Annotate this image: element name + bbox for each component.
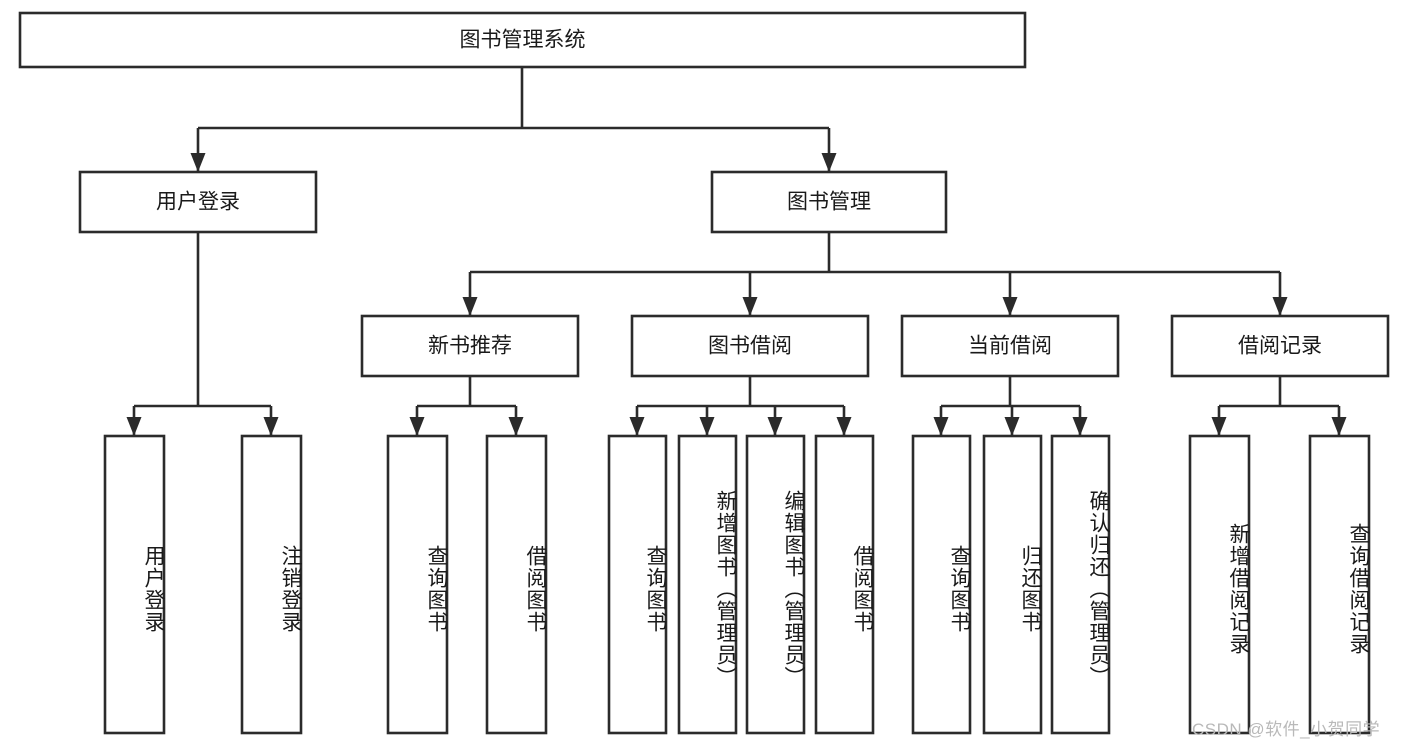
connector-arrow-icon xyxy=(933,417,949,436)
connector-arrow-icon xyxy=(821,153,837,172)
node-level3-1-label: 图书借阅 xyxy=(708,335,792,358)
node-level3-2-label: 当前借阅 xyxy=(968,335,1052,358)
edge-root-to-level2 xyxy=(190,67,837,172)
edge-borrow-to-leaves xyxy=(629,376,852,436)
node-leaf-2-box[interactable] xyxy=(386,434,449,735)
connector-layer xyxy=(126,67,1347,436)
connector-arrow-icon xyxy=(126,417,142,436)
node-leaf-10-box[interactable] xyxy=(1050,434,1111,735)
edge-level2-bookmgmt-to-level3 xyxy=(462,232,1288,316)
node-leaf-5-box[interactable] xyxy=(677,434,738,735)
node-level2-1-label: 图书管理 xyxy=(787,191,871,214)
node-leaf-8-box[interactable] xyxy=(911,434,972,735)
connector-arrow-icon xyxy=(1331,417,1347,436)
node-leaf-0-box[interactable] xyxy=(103,434,166,735)
node-leaf-1-box[interactable] xyxy=(240,434,303,735)
node-root-label: 图书管理系统 xyxy=(460,29,586,52)
node-leaf-11-box[interactable] xyxy=(1188,434,1251,735)
node-leaf-7-box[interactable] xyxy=(814,434,875,735)
node-level3-2-box[interactable] xyxy=(900,314,1120,378)
connector-arrow-icon xyxy=(1002,297,1018,316)
connector-arrow-icon xyxy=(836,417,852,436)
node-level3-3-label: 借阅记录 xyxy=(1238,335,1322,358)
edge-newbook-to-leaves xyxy=(409,376,524,436)
connector-arrow-icon xyxy=(1211,417,1227,436)
connector-arrow-icon xyxy=(699,417,715,436)
node-level3-3-box[interactable] xyxy=(1170,314,1390,378)
connector-arrow-icon xyxy=(1272,297,1288,316)
node-root-box[interactable] xyxy=(18,11,1027,69)
connector-arrow-icon xyxy=(767,417,783,436)
connector-arrow-icon xyxy=(190,153,206,172)
node-level3-1-box[interactable] xyxy=(630,314,870,378)
connector-arrow-icon xyxy=(409,417,425,436)
connector-arrow-icon xyxy=(508,417,524,436)
node-leaf-9-box[interactable] xyxy=(982,434,1043,735)
node-level2-0-box[interactable] xyxy=(78,170,318,234)
csdn-watermark: CSDN @软件_小贺同学 xyxy=(1192,720,1381,739)
node-level3-0-box[interactable] xyxy=(360,314,580,378)
node-box-layer xyxy=(18,11,1390,735)
connector-arrow-icon xyxy=(1004,417,1020,436)
node-level3-0-label: 新书推荐 xyxy=(428,335,512,358)
edge-records-to-leaves xyxy=(1211,376,1347,436)
node-leaf-12-box[interactable] xyxy=(1308,434,1371,735)
node-level2-1-box[interactable] xyxy=(710,170,948,234)
node-leaf-6-box[interactable] xyxy=(745,434,806,735)
node-leaf-3-box[interactable] xyxy=(485,434,548,735)
connector-arrow-icon xyxy=(742,297,758,316)
connector-arrow-icon xyxy=(1072,417,1088,436)
edge-level2-userlogin-to-leaves xyxy=(126,232,279,436)
node-level2-0-label: 用户登录 xyxy=(156,191,240,214)
connector-arrow-icon xyxy=(263,417,279,436)
edge-current-to-leaves xyxy=(933,376,1088,436)
node-leaf-4-box[interactable] xyxy=(607,434,668,735)
connector-arrow-icon xyxy=(629,417,645,436)
connector-arrow-icon xyxy=(462,297,478,316)
